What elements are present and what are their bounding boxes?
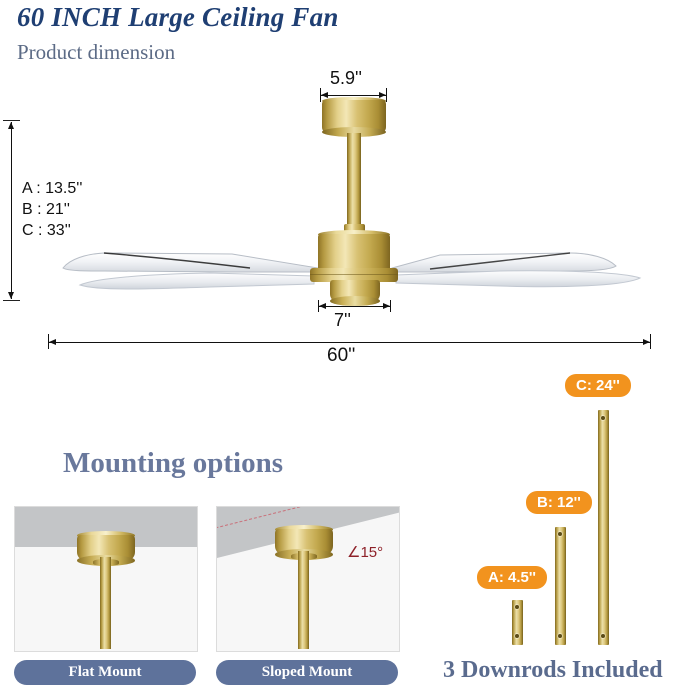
canopy-dim-arrow-right (379, 91, 386, 98)
height-tick-bottom (3, 300, 20, 301)
height-tick-top (3, 120, 20, 121)
downrod-badge-c: C: 24'' (565, 374, 631, 397)
height-option-c: C : 33'' (22, 222, 71, 239)
page-subtitle: Product dimension (17, 40, 176, 64)
blade-hub (310, 268, 398, 282)
downrod-b-hole-bottom (558, 634, 562, 638)
canopy-bottom (322, 127, 386, 137)
blade-span-label: 60'' (327, 345, 356, 366)
motor-dim-arrow-left (319, 302, 326, 309)
span-arrow-right (643, 338, 650, 345)
blade-hub-seam (310, 274, 398, 275)
span-tick-left (48, 334, 49, 349)
canopy-dim-line (321, 95, 386, 96)
span-dim-line (49, 342, 650, 343)
canopy-dim-tick-left (320, 88, 321, 102)
downrod-c-hole-top (601, 416, 605, 420)
fan-downrod (347, 133, 361, 231)
flat-downrod (100, 557, 111, 649)
motor-width-label: 7'' (334, 310, 351, 330)
downrod-a (512, 600, 523, 645)
downrod-badge-a: A: 4.5'' (477, 566, 547, 589)
downrod-b (555, 527, 566, 645)
height-options-label: A : 13.5'' B : 21'' C : 33'' (22, 178, 82, 241)
fan-blades (62, 252, 642, 290)
height-arrow-up (7, 122, 14, 129)
downrod-badge-b: B: 12'' (526, 491, 592, 514)
sloped-mount-panel: ∠15° (216, 506, 400, 652)
canopy-width-label: 5.9'' (330, 68, 362, 88)
motor-dim-arrow-right (383, 302, 390, 309)
downrod-c (598, 410, 609, 645)
flat-mount-caption: Flat Mount (14, 660, 196, 685)
downrods-included-caption: 3 Downrods Included (443, 657, 663, 683)
motor-dim-tick-right (390, 300, 391, 312)
sloped-mount-caption: Sloped Mount (216, 660, 398, 685)
slope-angle-label: ∠15° (347, 544, 384, 561)
downrod-b-hole-top (558, 532, 562, 536)
motor-dim-line (319, 306, 390, 307)
height-dim-line (11, 122, 12, 299)
page-title: 60 INCH Large Ceiling Fan (17, 2, 339, 32)
sloped-downrod (298, 551, 309, 649)
motor-housing (318, 234, 390, 272)
canopy-dim-tick-right (386, 88, 387, 102)
flat-mount-panel (14, 506, 198, 652)
ceiling-fan-diagram (62, 97, 642, 306)
motor-dim-tick-left (318, 300, 319, 312)
downrod-c-hole-bottom (601, 634, 605, 638)
height-option-a: A : 13.5'' (22, 180, 83, 197)
span-arrow-left (49, 338, 56, 345)
span-tick-right (650, 334, 651, 349)
mounting-options-title: Mounting options (63, 447, 283, 479)
height-option-b: B : 21'' (22, 201, 70, 218)
light-kit-bottom (330, 296, 380, 306)
height-arrow-down (7, 292, 14, 299)
downrod-a-hole-bottom (515, 634, 519, 638)
downrod-a-hole-top (515, 605, 519, 609)
canopy-dim-arrow-left (321, 91, 328, 98)
